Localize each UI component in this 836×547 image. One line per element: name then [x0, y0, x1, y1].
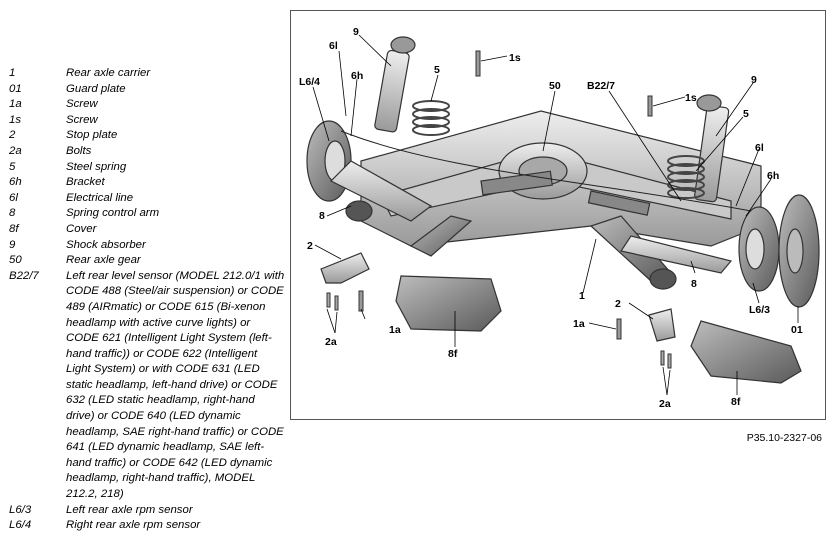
legend-row: 50 Rear axle gear [9, 253, 285, 269]
right-wheel-hub [306, 120, 352, 202]
legend-code: 8 [9, 207, 16, 220]
legend-row: 6h Bracket [9, 175, 285, 191]
left-wheel-hub [738, 206, 780, 292]
legend-description: Stop plate [66, 129, 118, 142]
legend-row: 01 Guard plate [9, 82, 285, 98]
callout-5-right: 5 [434, 64, 440, 76]
legend-description: Steel spring [66, 160, 127, 173]
callout-l6-4: L6/4 [299, 76, 320, 88]
callout-8-right: 8 [319, 210, 325, 222]
callout-1s-mid: 1s [685, 92, 697, 104]
screws [358, 50, 653, 340]
callout-6h-left: 6h [767, 170, 779, 182]
callout-50: 50 [549, 80, 561, 92]
legend-row: 5 Steel spring [9, 160, 285, 176]
callout-1a-right: 1a [389, 324, 401, 336]
legend-description: Screw [66, 98, 98, 111]
spring-control-arms [329, 160, 733, 290]
callout-6l-right: 6l [329, 40, 338, 52]
legend-row: 1 Rear axle carrier [9, 66, 285, 82]
covers [395, 275, 802, 384]
callout-6h-right: 6h [351, 70, 363, 82]
legend-row: 2a Bolts [9, 144, 285, 160]
legend-row: L6/3 Left rear axle rpm sensor [9, 503, 285, 519]
rear-axle-illustration: 9 6l 1s L6/4 6h 5 50 B22/7 9 1s 5 6l 6h … [299, 26, 820, 410]
figure-code: P35.10-2327-06 [746, 432, 822, 444]
legend-description: Shock absorber [66, 238, 146, 251]
callout-6l-left: 6l [755, 142, 764, 154]
callout-8f-left: 8f [731, 396, 741, 408]
callout-01: 01 [791, 324, 803, 336]
steel-spring-right [412, 100, 450, 136]
legend-code: B22/7 [9, 269, 39, 282]
legend-code: L6/3 [9, 503, 32, 516]
callout-2-right: 2 [307, 240, 313, 252]
callout-leaders [312, 34, 799, 396]
legend-row: 8 Spring control arm [9, 206, 285, 222]
legend-code: 6h [9, 176, 22, 189]
legend-code: 01 [9, 82, 22, 95]
callout-l6-3: L6/3 [749, 304, 770, 316]
callout-1s-top: 1s [509, 52, 521, 64]
guard-plate [778, 194, 820, 308]
callout-labels: 9 6l 1s L6/4 6h 5 50 B22/7 9 1s 5 6l 6h … [299, 26, 803, 410]
callout-9-left: 9 [751, 74, 757, 86]
callout-1: 1 [579, 290, 585, 302]
legend-code: 1a [9, 98, 22, 111]
legend-description: Electrical line [66, 191, 134, 204]
legend-code: 6l [9, 191, 18, 204]
legend-description: Spring control arm [66, 207, 160, 220]
callout-b22-7: B22/7 [587, 80, 615, 92]
callout-2-left: 2 [615, 298, 621, 310]
legend-code: 50 [9, 254, 22, 267]
legend-description: Cover [66, 222, 97, 235]
legend-row: 2 Stop plate [9, 128, 285, 144]
callout-5-left: 5 [743, 108, 749, 120]
legend-code: 2a [9, 144, 22, 157]
steel-spring-left [667, 155, 705, 199]
callout-2a-left: 2a [659, 398, 671, 410]
stop-plates [320, 252, 676, 342]
legend-code: 5 [9, 160, 16, 173]
legend-description: Left rear level sensor (MODEL 212.0/1 wi… [66, 269, 285, 501]
callout-9-right: 9 [353, 26, 359, 38]
legend-code: 1s [9, 113, 22, 126]
legend-code: 2 [9, 129, 16, 142]
rear-axle-gear [480, 142, 651, 216]
legend-description: Rear axle gear [66, 254, 141, 267]
callout-8f-right: 8f [448, 348, 458, 360]
legend-code: L6/4 [9, 519, 32, 532]
legend-description: Bracket [66, 176, 105, 189]
legend-description: Right rear axle rpm sensor [66, 519, 201, 532]
callout-2a-right: 2a [325, 336, 337, 348]
legend-code: 9 [9, 238, 16, 251]
legend-row: 6l Electrical line [9, 191, 285, 207]
legend-row: 8f Cover [9, 222, 285, 238]
callout-8-left: 8 [691, 278, 697, 290]
legend-description: Bolts [66, 144, 92, 157]
electrical-line [340, 130, 752, 212]
stop-plate-bolts [326, 292, 672, 369]
legend-code: 8f [9, 222, 19, 235]
shock-absorber-right [374, 36, 416, 133]
rear-axle-diagram: 9 6l 1s L6/4 6h 5 50 B22/7 9 1s 5 6l 6h … [290, 10, 826, 420]
legend-row: L6/4 Right rear axle rpm sensor [9, 518, 285, 534]
legend-description: Guard plate [66, 82, 126, 95]
legend-description: Left rear axle rpm sensor [66, 503, 193, 516]
callout-1a-left: 1a [573, 318, 585, 330]
legend-code: 1 [9, 67, 16, 79]
legend-row: 1s Screw [9, 113, 285, 129]
legend-description: Screw [66, 113, 98, 126]
legend-row: B22/7 Left rear level sensor (MODEL 212.0… [9, 269, 285, 503]
legend-row: 9 Shock absorber [9, 238, 285, 254]
legend-row: 1a Screw [9, 97, 285, 113]
legend-description: Rear axle carrier [66, 67, 151, 79]
